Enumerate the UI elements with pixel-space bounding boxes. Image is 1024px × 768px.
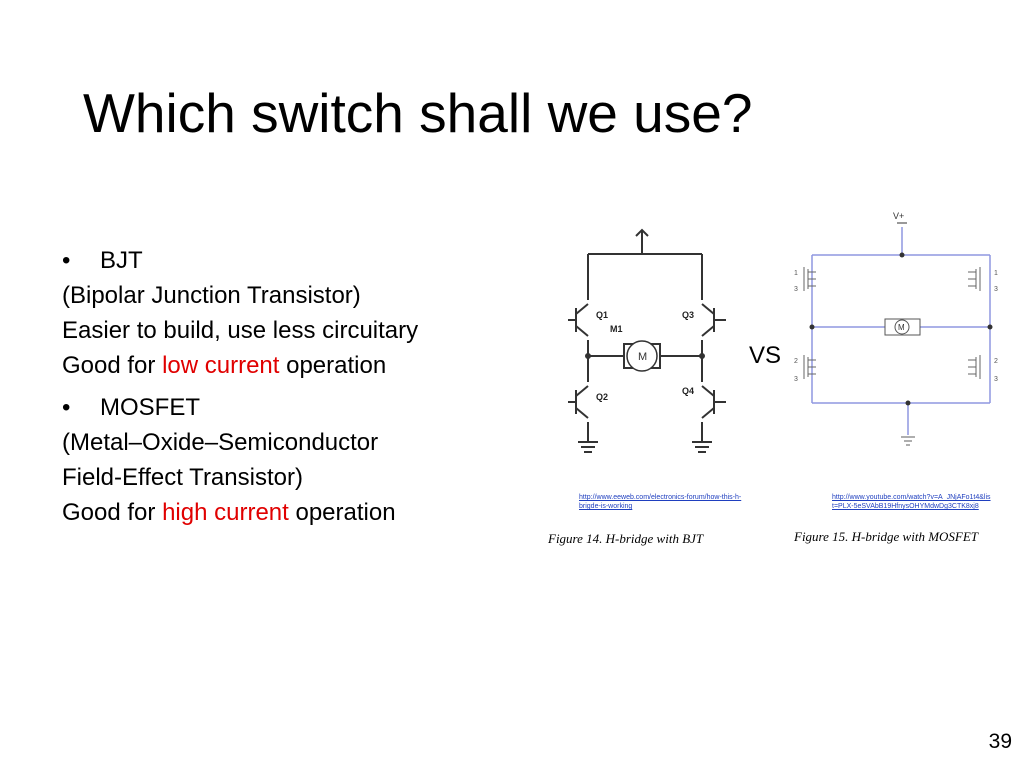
bullet-heading: MOSFET <box>100 394 200 421</box>
vs-text: VS <box>749 342 782 369</box>
label-q4: Q4 <box>682 386 694 396</box>
bullet-list: • BJT (Bipolar Junction Transistor) Easie… <box>62 243 532 530</box>
bullet-line: Good for low current operation <box>62 348 532 383</box>
bullet-bjt: • BJT <box>62 243 532 278</box>
pin-label: 2 <box>794 358 798 365</box>
pin-label: 3 <box>794 376 798 383</box>
bullet-line: Field-Effect Transistor) <box>62 464 303 491</box>
bullet-heading: BJT <box>100 247 143 274</box>
label-q2: Q2 <box>596 392 608 402</box>
mosfet-hbridge-diagram: V+ M 1 3 2 3 1 3 2 3 <box>794 211 998 446</box>
line-suffix: operation <box>279 352 387 379</box>
label-q3: Q3 <box>682 310 694 320</box>
highlight-text: low current <box>162 352 280 379</box>
pin-label: 3 <box>794 286 798 293</box>
label-m1: M1 <box>610 324 623 334</box>
vplus-label: V+ <box>893 211 904 221</box>
bullet-line: Good for high current operation <box>62 495 532 530</box>
bullet-dot: • <box>62 394 71 421</box>
pin-label: 3 <box>994 286 998 293</box>
line-prefix: Good for <box>62 499 163 526</box>
pin-label: 3 <box>994 376 998 383</box>
mosfet-source-link[interactable]: http://www.youtube.com/watch?v=A_JNjAFo1… <box>832 494 991 510</box>
pin-label: 2 <box>994 358 998 365</box>
pin-label: 1 <box>994 270 998 277</box>
bullet-dot: • <box>62 247 71 274</box>
bjt-caption: Figure 14. H-bridge with BJT <box>548 531 704 546</box>
label-q1: Q1 <box>596 310 608 320</box>
slide-title: Which switch shall we use? <box>83 82 753 144</box>
bjt-hbridge-diagram: Q1 M1 Q3 Q2 Q4 M <box>568 228 726 453</box>
mosfet-motor-label: M <box>898 323 905 332</box>
bullet-line: Easier to build, use less circuitary <box>62 317 419 344</box>
line-suffix: operation <box>288 499 396 526</box>
line-prefix: Good for <box>62 352 163 379</box>
motor-label: M <box>638 351 647 363</box>
pin-label: 1 <box>794 270 798 277</box>
mosfet-caption: Figure 15. H-bridge with MOSFET <box>794 529 979 544</box>
bjt-source-link[interactable]: http://www.eeweb.com/electronics-forum/h… <box>579 494 742 510</box>
page-number: 39 <box>988 730 1012 753</box>
bullet-line: (Metal–Oxide–Semiconductor <box>62 429 379 456</box>
highlight-text: high current <box>162 499 289 526</box>
bullet-mosfet: • MOSFET <box>62 390 532 425</box>
bullet-line: (Bipolar Junction Transistor) <box>62 282 361 309</box>
